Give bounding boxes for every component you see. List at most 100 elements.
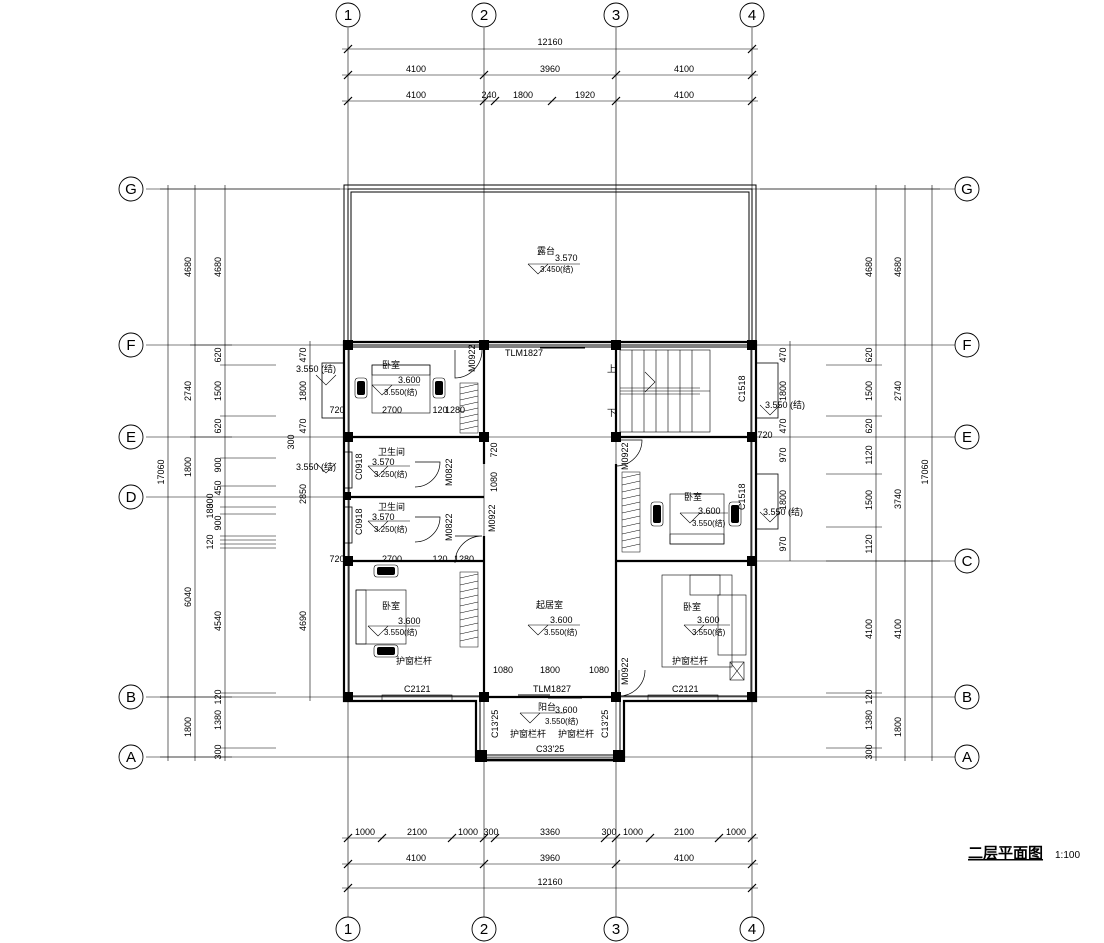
dim-left-room-6: 4690 (298, 611, 308, 631)
dim-top-bay-2: 3960 (540, 64, 560, 74)
dim-right-room-3: 470 (778, 418, 788, 433)
axis-labels: 1 2 3 4 1 2 3 4 G F E D B A G F E C B A (125, 7, 973, 938)
axis-label-col-2-bottom: 2 (480, 921, 488, 938)
dim-right-inner-8: 4100 (864, 619, 874, 639)
dim-left-inner-14: 300 (213, 744, 223, 759)
room-living-elev: 3.600 (550, 615, 573, 625)
axis-bubbles (118, 2, 980, 942)
dim-right-outer-2: 2740 (893, 381, 903, 401)
dim-top-total: 12160 (537, 37, 562, 47)
opening-m0922-se: M0922 (620, 657, 630, 685)
room-bath-2-sub: 3.250(结) (374, 524, 408, 534)
dim-right-inner-4: 620 (864, 418, 874, 433)
room-bedroom-ne-name: 卧室 (684, 491, 702, 502)
drawing-title-block: 二层平面图 1:100 (968, 845, 1080, 862)
dim-right-inner-3: 1500 (864, 381, 874, 401)
dim-top-detail-1: 4100 (406, 90, 426, 100)
dim-right-outer-3: 3740 (893, 489, 903, 509)
wardrobes (459, 382, 641, 648)
interior-dimension-text: 720 2700 120 1280 720 2700 120 1280 720 … (329, 405, 772, 675)
dim-left-inner-1: 4680 (213, 257, 223, 277)
room-bedroom-ne-elev: 3.600 (698, 506, 721, 516)
stair-down-label: 下 (607, 408, 616, 418)
dim-left-inner-10: 120 (205, 534, 215, 549)
dim-top-detail-4: 1920 (575, 90, 595, 100)
room-terrace-name: 露台 (537, 245, 555, 256)
dim-left-inner-12: 120 (213, 689, 223, 704)
staircase (619, 349, 711, 433)
axis-label-col-3-top: 3 (612, 7, 620, 24)
dim-bottom-bay-2: 3960 (540, 853, 560, 863)
opening-c0918-1: C0918 (354, 453, 364, 480)
dim-int-13: 1080 (589, 665, 609, 675)
elevation-markers (315, 263, 781, 724)
dim-left-total: 17060 (156, 459, 166, 484)
dim-right-outer-1: 4680 (893, 257, 903, 277)
dim-int-10: 1080 (489, 472, 499, 492)
axis-label-row-f-right: F (962, 337, 971, 354)
stair-labels: 上 下 (607, 364, 616, 418)
dim-left-inner-3: 1500 (213, 381, 223, 401)
dim-right-inner-11: 300 (864, 744, 874, 759)
room-terrace-elev: 3.570 (555, 253, 578, 263)
dim-left-room-5: 2850 (298, 484, 308, 504)
bay-level-e: 3.550 (结) (763, 506, 803, 517)
axis-label-col-2-top: 2 (480, 7, 488, 24)
bay-windows (321, 362, 779, 544)
dim-int-9: 720 (489, 442, 499, 457)
opening-c2121-e: C2121 (672, 684, 699, 694)
bottom-windows (381, 694, 719, 762)
room-balcony-elev: 3.600 (555, 705, 578, 715)
dim-right-room-6: 970 (778, 536, 788, 551)
axis-label-row-e-right: E (962, 429, 972, 446)
railing-notes: 护窗栏杆 护窗栏杆 护窗栏杆 护窗栏杆 (396, 655, 708, 739)
dim-bottom-bay-1: 4100 (406, 853, 426, 863)
dim-bottom-detail-8: 2100 (674, 827, 694, 837)
room-bath-2-elev: 3.570 (372, 512, 395, 522)
dimension-lines-horizontal (342, 44, 758, 893)
dimension-text-left: 17060 4680 2740 1800 6040 1800 4680 620 … (156, 257, 308, 760)
room-bedroom-ne-sub: 3.550(结) (692, 518, 726, 528)
dim-int-4: 1280 (445, 405, 465, 415)
dim-bottom-detail-9: 1000 (726, 827, 746, 837)
nightstand-lamps (357, 381, 739, 655)
dim-bottom-total: 12160 (537, 877, 562, 887)
room-labels: 露台 3.570 3.450(结) 卧室 3.600 3.550(结) 卫生间 … (372, 245, 726, 726)
dim-top-bay-3: 4100 (674, 64, 694, 74)
dim-right-inner-10: 1380 (864, 710, 874, 730)
room-bedroom-sw-name: 卧室 (382, 600, 400, 611)
opening-m0822-2: M0822 (444, 513, 454, 541)
dim-int-8: 1280 (454, 554, 474, 564)
axis-label-row-b-left: B (126, 689, 136, 706)
dim-left-outer-5: 1800 (183, 717, 193, 737)
dim-left-outer-2: 2740 (183, 381, 193, 401)
dim-int-2: 2700 (382, 405, 402, 415)
opening-c0918-2: C0918 (354, 508, 364, 535)
dimension-text-top: 12160 4100 3960 4100 4100 240 1800 1920 … (406, 37, 694, 100)
axis-label-row-e-left: E (126, 429, 136, 446)
opening-c1518-2: C1518 (737, 483, 747, 510)
dim-bottom-detail-5: 3360 (540, 827, 560, 837)
dim-left-room-1: 470 (298, 347, 308, 362)
room-bath-1-name: 卫生间 (378, 446, 405, 457)
dim-left-outer-4: 6040 (183, 587, 193, 607)
dim-bottom-detail-6: 300 (601, 827, 616, 837)
dim-right-inner-6: 1500 (864, 490, 874, 510)
dim-right-outer-5: 1800 (893, 717, 903, 737)
axis-label-row-f-left: F (126, 337, 135, 354)
dim-int-11: 1080 (493, 665, 513, 675)
dim-left-outer-3: 1800 (183, 457, 193, 477)
room-bedroom-se-sub: 3.550(结) (692, 627, 726, 637)
room-bedroom-sw-sub: 3.550(结) (384, 627, 418, 637)
room-terrace-sub: 3.450(结) (540, 264, 574, 274)
bay-window-level-labels: 3.550 (结) 3.550 (结) 3.550 (结) 3.550 (结) (296, 363, 805, 517)
dim-int-12: 1800 (540, 665, 560, 675)
axis-label-row-c-right: C (962, 553, 973, 570)
room-bedroom-nw-sub: 3.550(结) (384, 387, 418, 397)
dim-bottom-detail-2: 2100 (407, 827, 427, 837)
opening-c2121-w: C2121 (404, 684, 431, 694)
dim-left-room-4: 300 (286, 434, 296, 449)
bedroom-furniture (354, 364, 747, 681)
room-balcony-name: 阳台 (538, 701, 556, 712)
